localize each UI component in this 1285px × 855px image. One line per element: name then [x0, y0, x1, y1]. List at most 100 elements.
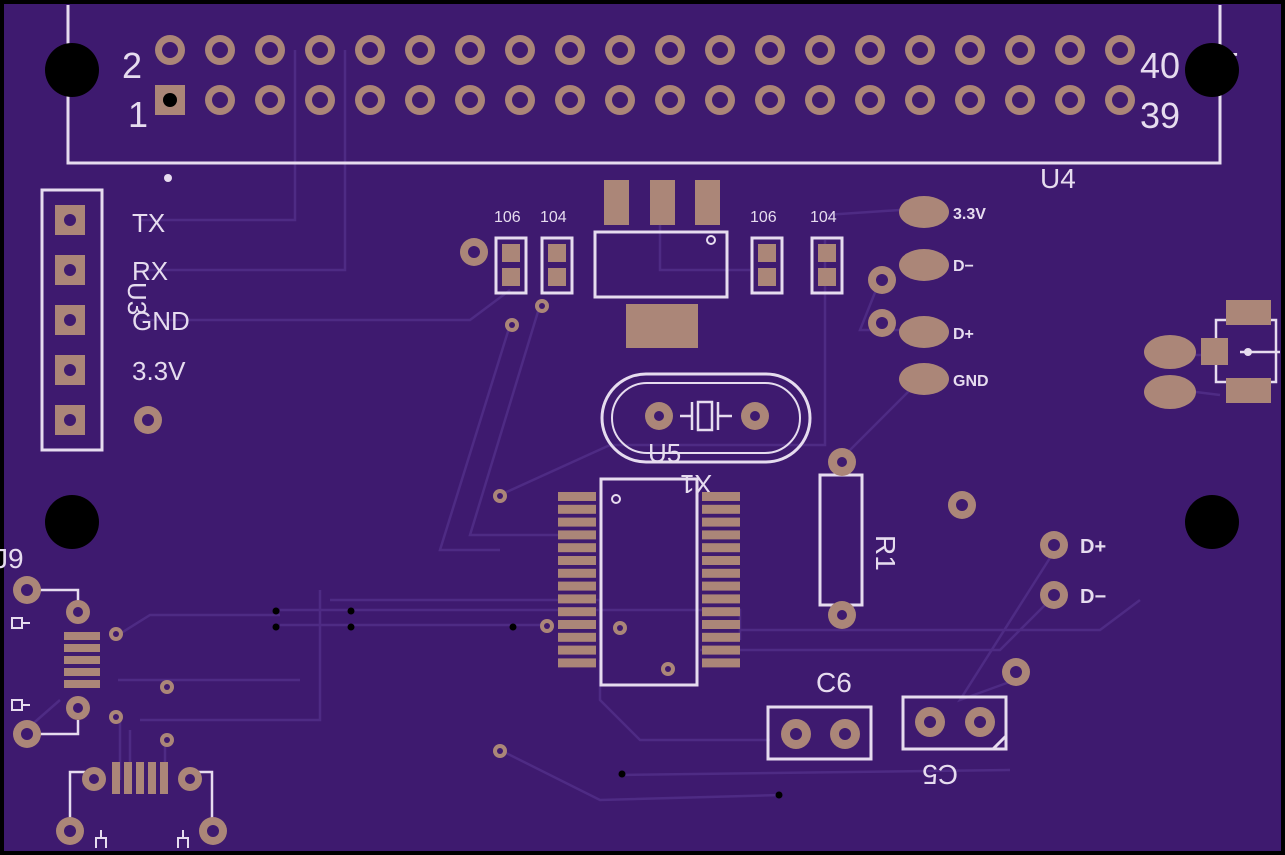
ic-pad-right-5 — [702, 543, 740, 553]
u3-label-3v3: 3.3V — [132, 356, 186, 386]
ic-pad-left-9 — [558, 594, 596, 604]
smd-cap-pad-a-3 — [758, 244, 776, 262]
data-pin-label-dplus: D+ — [1080, 536, 1106, 558]
header-pin-top-18-hole — [1012, 42, 1028, 58]
header-pin-bottom-5-hole — [362, 92, 378, 108]
ic-outline — [599, 477, 699, 687]
via-lower-right-hole — [1010, 666, 1022, 678]
regulator-pad-2 — [650, 180, 675, 225]
header-pin-top-3-hole — [262, 42, 278, 58]
u3-extra-pad-hole — [142, 414, 154, 426]
c6-outline — [766, 705, 873, 761]
header-pin-top-20-hole — [1112, 42, 1128, 58]
j9-ref-label: J9 — [0, 543, 24, 574]
header-pin-top-15-hole — [862, 42, 878, 58]
via-center-right-hole — [956, 499, 968, 511]
micro-via-2 — [272, 623, 280, 631]
regulator-pin1-marker — [706, 235, 716, 245]
regulator-pad-3 — [695, 180, 720, 225]
crystal-outline-outer — [600, 372, 812, 464]
header-pin-label-bottom-left: 1 — [128, 94, 148, 135]
header-ref-label: U4 — [1040, 163, 1076, 194]
u3-pin-2-hole — [64, 264, 76, 276]
bottom-usb-signal-pad-3 — [136, 762, 144, 794]
c5-polarity-mark — [991, 734, 1008, 751]
ic-pad-right-8 — [702, 581, 740, 591]
small-via-4-hole — [544, 623, 550, 629]
header-pin-bottom-3-hole — [262, 92, 278, 108]
micro-via-5 — [509, 623, 517, 631]
data-pad-dplus-hole — [1048, 539, 1060, 551]
smd-value-2: 104 — [540, 209, 567, 226]
pin1-marker-dot — [164, 174, 172, 182]
j9-pad-3-hole — [73, 607, 83, 617]
right-component-dot — [1244, 348, 1252, 356]
usb-via-2-hole — [876, 317, 888, 329]
ic-pad-left-5 — [558, 543, 596, 553]
micro-via-1 — [272, 607, 280, 615]
u3-label-gnd: GND — [132, 306, 190, 336]
header-pin-top-12-hole — [712, 42, 728, 58]
u3-pin-column — [55, 205, 85, 435]
ic-pad-right-13 — [702, 645, 740, 655]
header-pin-top-10-hole — [612, 42, 628, 58]
header-pin-top-8-hole — [512, 42, 528, 58]
ic-pad-right-3 — [702, 517, 740, 527]
header-pin-top-2-hole — [212, 42, 228, 58]
usb-oval-pad-1 — [899, 196, 949, 228]
header-pin-label-top-right: 40 — [1140, 45, 1180, 86]
crystal-pad-2-hole — [750, 411, 760, 421]
bottom-usb-signal-pad-1 — [112, 762, 120, 794]
smd-cap-pad-a-4 — [818, 244, 836, 262]
r1-pad-bottom-hole — [837, 610, 847, 620]
header-pin-bottom-17-hole — [962, 92, 978, 108]
mounting-hole-top-left — [45, 43, 99, 97]
small-via-7-hole — [497, 748, 503, 754]
j9-outline-bottom — [40, 720, 80, 736]
c5-ref-label: C5 — [922, 759, 958, 790]
usb-pad-label-dplus: D+ — [953, 326, 974, 343]
smd-cap-pad-b-4 — [818, 268, 836, 286]
ic-pin1-marker — [611, 494, 621, 504]
right-pad-top — [1144, 335, 1196, 369]
j9-signal-pads — [64, 632, 100, 688]
mounting-hole-top-right — [1185, 43, 1239, 97]
ic-pad-left-6 — [558, 556, 596, 565]
mounting-hole-bottom-left — [45, 495, 99, 549]
header-pin-top-17-hole — [962, 42, 978, 58]
smd-cap-pad-a-2 — [548, 244, 566, 262]
header-pin-bottom-15-hole — [862, 92, 878, 108]
small-via-10-hole — [113, 714, 119, 720]
header-pin-top-11-hole — [662, 42, 678, 58]
u3-label-tx: TX — [132, 208, 165, 238]
header-pin-top-13-hole — [762, 42, 778, 58]
header-pin-top-9-hole — [562, 42, 578, 58]
ic-pad-rows — [558, 492, 740, 668]
crystal-outline-inner — [611, 382, 801, 454]
right-component-pad-3 — [1226, 378, 1271, 403]
j9-signal-pad-5 — [64, 680, 100, 688]
small-via-2-hole — [539, 303, 545, 309]
header-pin-top-14-hole — [812, 42, 828, 58]
ic-pad-left-14 — [558, 658, 596, 668]
bottom-usb-signal-pad-5 — [160, 762, 168, 794]
ic-pad-right-1 — [702, 492, 740, 501]
header-pin-top-4-hole — [312, 42, 328, 58]
ic-pad-right-10 — [702, 607, 740, 617]
header-pin-bottom-19-hole — [1062, 92, 1078, 108]
c6-pad-2-hole — [839, 728, 851, 740]
ic-pad-left-4 — [558, 530, 596, 540]
u3-pin-4-hole — [64, 364, 76, 376]
bottom-usb-outline-left — [68, 770, 85, 820]
ic-pad-left-10 — [558, 607, 596, 617]
c6-ref-label: C6 — [816, 667, 852, 698]
header-pin-bottom-8-hole — [512, 92, 528, 108]
bottom-usb-pad-right-hole — [185, 774, 195, 784]
small-via-11-hole — [164, 737, 170, 743]
usb-oval-pad-4 — [899, 363, 949, 395]
smd-cap-pad-a-1 — [502, 244, 520, 262]
right-component-pad-2 — [1201, 338, 1228, 365]
smd-value-4: 104 — [810, 209, 837, 226]
smd-cap-outline-4 — [810, 236, 844, 295]
